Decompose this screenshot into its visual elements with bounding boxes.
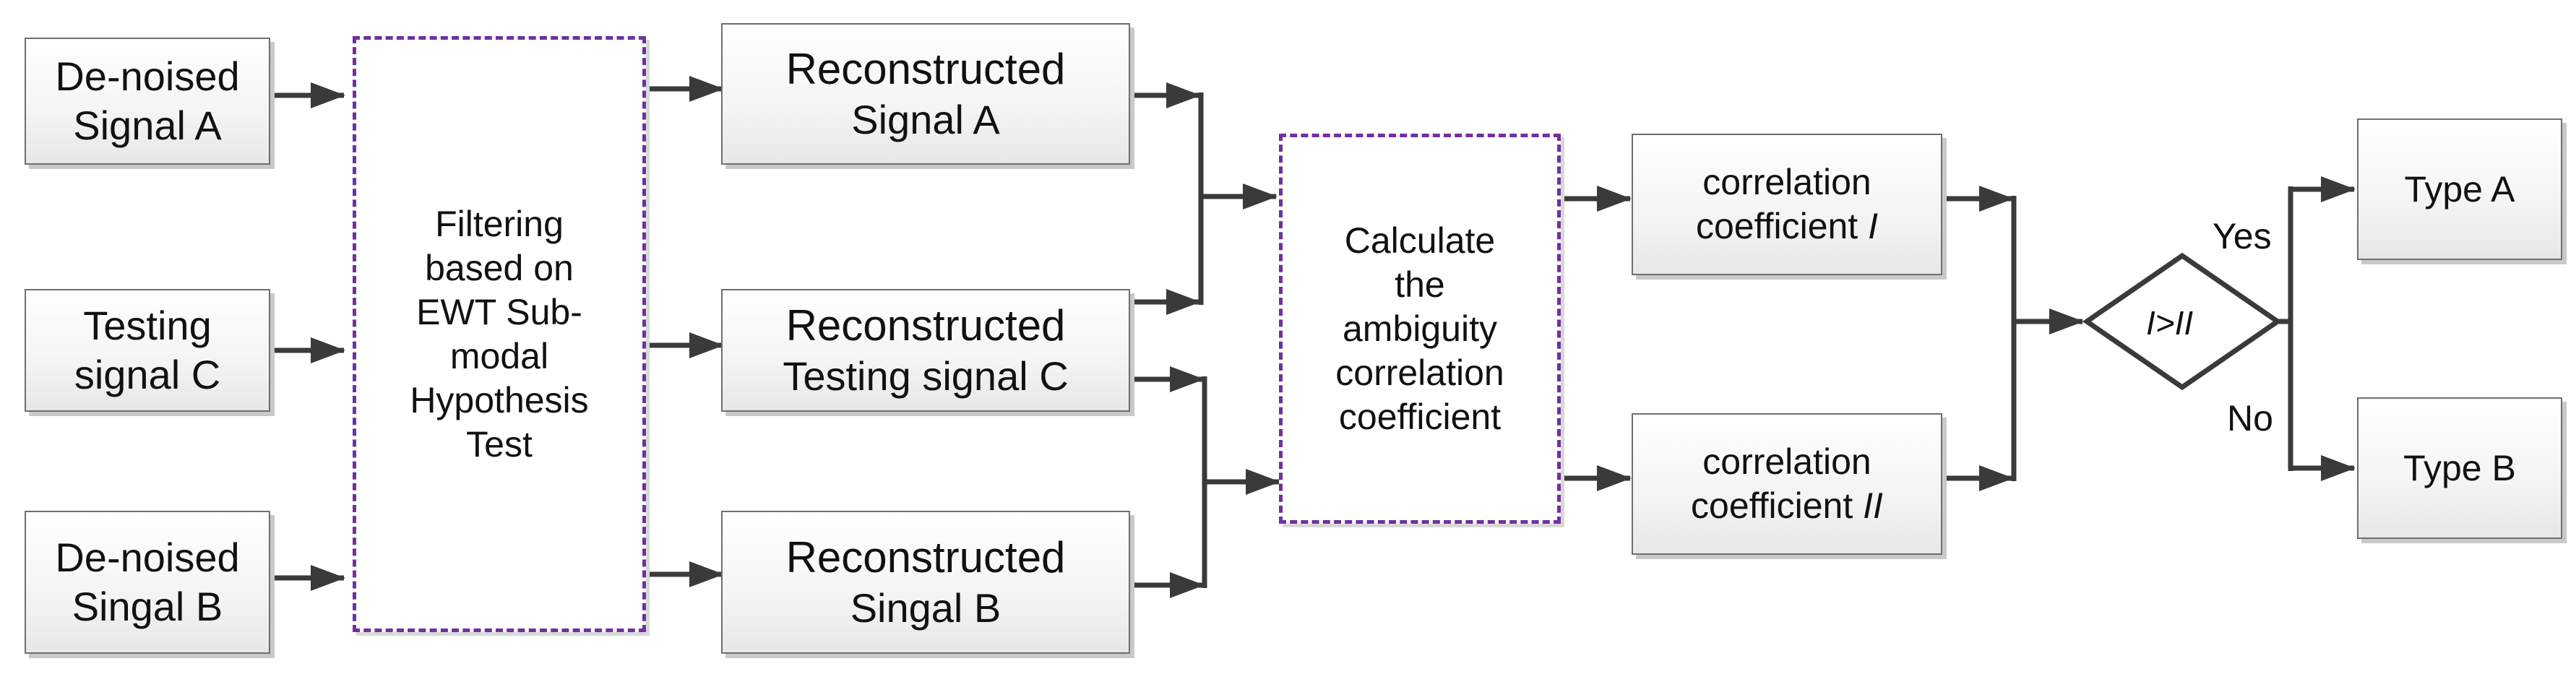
output-type-b: Type B xyxy=(2357,397,2562,539)
filtering-block: Filtering based on EWT Sub- modal Hypoth… xyxy=(353,36,646,632)
recon-b-line-1: Reconstructed xyxy=(785,533,1066,582)
reconstructed-signal-b: Reconstructed Singal B xyxy=(721,511,1130,654)
input-denoised-signal-b: De-noised Singal B xyxy=(25,511,270,654)
input-a-line-1: De-noised xyxy=(55,53,240,99)
recon-c-line-1: Reconstructed xyxy=(785,301,1066,350)
calc-line-5: coefficient xyxy=(1338,396,1502,437)
calc-line-2: the xyxy=(1395,264,1445,305)
input-b-line-2: Singal B xyxy=(72,584,223,629)
coef-1-prefix: coefficient xyxy=(1695,206,1869,246)
input-b-line-1: De-noised xyxy=(55,534,240,580)
coef-1-line-1: correlation xyxy=(1702,162,1871,202)
type-b-label: Type B xyxy=(2403,447,2516,488)
branch-yes-label: Yes xyxy=(2213,216,2272,256)
calc-line-4: correlation xyxy=(1335,352,1504,393)
calc-line-1: Calculate xyxy=(1344,220,1496,261)
branch-no-label: No xyxy=(2227,398,2273,438)
coef-1-roman: I xyxy=(1868,206,1879,246)
calc-line-3: ambiguity xyxy=(1343,308,1497,349)
input-c-line-2: signal C xyxy=(74,352,221,397)
input-c-line-1: Testing xyxy=(83,302,212,348)
correlation-coefficient-1: correlation coefficient I xyxy=(1632,134,1942,275)
coef-2-roman: II xyxy=(1863,485,1883,526)
coef-1-line-2: coefficient I xyxy=(1696,204,1878,249)
filter-line-3: EWT Sub- xyxy=(416,291,582,332)
recon-a-line-1: Reconstructed xyxy=(785,45,1066,94)
recon-b-line-2: Singal B xyxy=(850,585,1001,631)
recon-c-line-2: Testing signal C xyxy=(783,353,1069,399)
correlation-coefficient-2: correlation coefficient II xyxy=(1632,413,1942,555)
decision-condition: I>II xyxy=(2146,304,2194,342)
filter-line-6: Test xyxy=(466,423,533,465)
filter-line-1: Filtering xyxy=(435,203,564,244)
coef-2-line-2: coefficient II xyxy=(1691,484,1883,528)
input-a-line-2: Signal A xyxy=(73,103,222,148)
output-type-a: Type A xyxy=(2357,118,2562,260)
input-denoised-signal-a: De-noised Signal A xyxy=(25,38,270,165)
coef-2-line-1: correlation xyxy=(1702,441,1871,482)
reconstructed-signal-a: Reconstructed Signal A xyxy=(721,23,1130,165)
filter-line-4: modal xyxy=(449,335,549,376)
recon-a-line-2: Signal A xyxy=(851,97,1000,143)
coef-2-prefix: coefficient xyxy=(1691,485,1864,526)
type-a-label: Type A xyxy=(2404,168,2515,209)
input-testing-signal-c: Testing signal C xyxy=(25,289,270,412)
filter-line-5: Hypothesis xyxy=(410,379,589,420)
reconstructed-testing-signal-c: Reconstructed Testing signal C xyxy=(721,289,1130,412)
filter-line-2: based on xyxy=(425,247,574,288)
calculate-ambiguity-block: Calculate the ambiguity correlation coef… xyxy=(1279,134,1561,524)
